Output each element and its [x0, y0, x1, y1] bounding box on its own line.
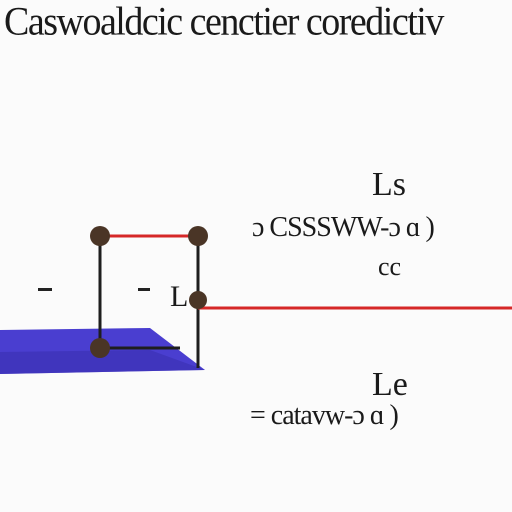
bottom-expression: = catavw-ɔ ɑ ) — [250, 400, 399, 431]
node-top-right — [188, 226, 208, 246]
diagram-title: Caswoaldcic cenctier coredictiv — [4, 0, 444, 45]
node-top-left — [90, 226, 110, 246]
node-label: L — [170, 280, 189, 313]
bottom-right-symbol: Le — [372, 366, 408, 403]
top-right-symbol: Ls — [372, 166, 406, 203]
middle-right-symbol: cc — [378, 252, 402, 281]
left-dash-mark — [38, 288, 52, 291]
top-expression: ɔ CSSSWW-ɔ ɑ ) — [252, 212, 435, 243]
middle-dash-mark — [138, 288, 150, 291]
node-bottom-left — [90, 338, 110, 358]
node-middle-right — [189, 291, 207, 309]
blue-plane-shade — [0, 350, 205, 374]
